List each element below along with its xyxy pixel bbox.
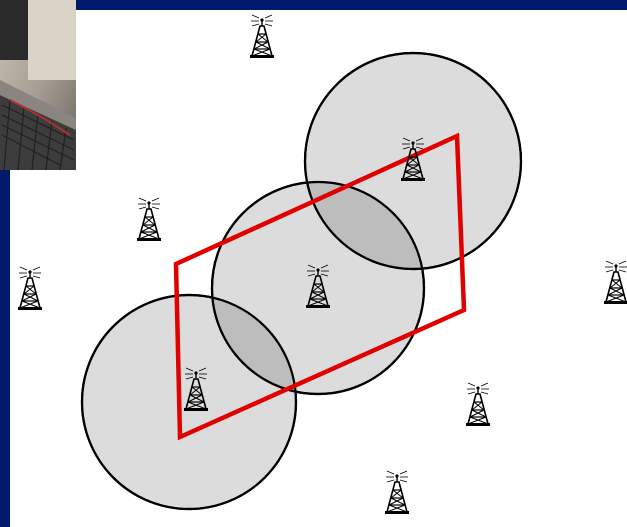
radio-tower-icon — [250, 15, 274, 58]
radio-tower-icon — [385, 471, 409, 514]
radio-tower-icon — [466, 383, 490, 426]
radio-tower-icon — [604, 261, 627, 304]
radio-tower-icon — [137, 198, 161, 241]
radio-tower-icon — [18, 267, 42, 310]
